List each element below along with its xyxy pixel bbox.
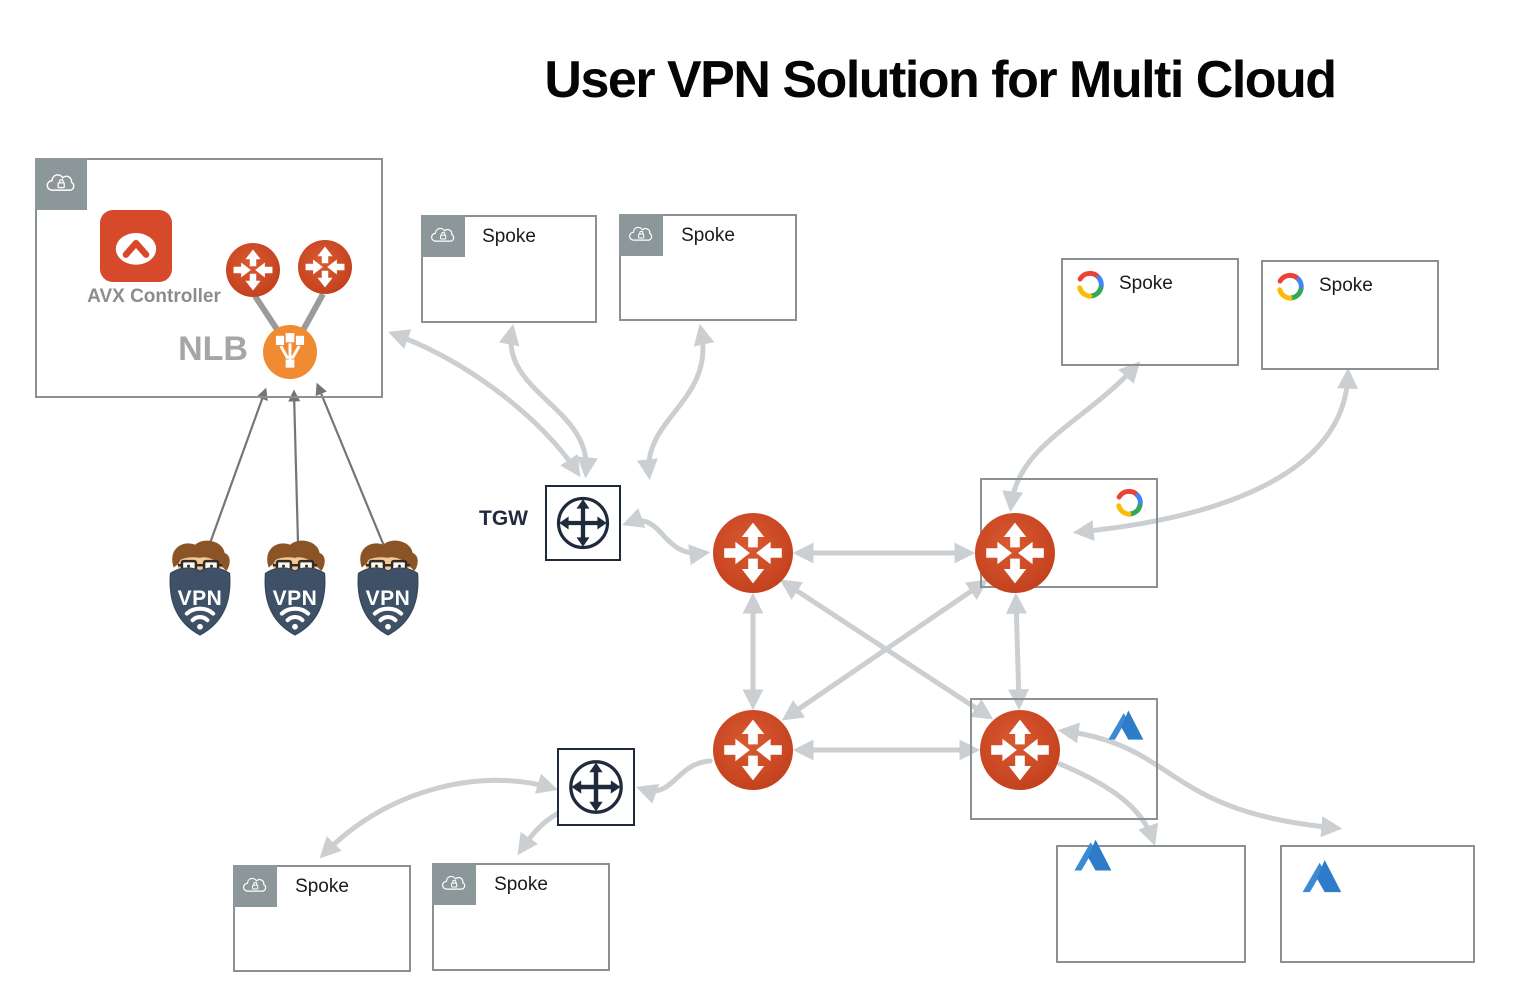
aws-transit-vpc-box	[35, 158, 383, 398]
azure-icon	[1298, 857, 1344, 896]
google-cloud-icon	[1071, 268, 1109, 300]
aviatrix-gateway-icon	[298, 240, 352, 294]
azure-vnet-box-1	[1056, 845, 1246, 963]
spoke-label: Spoke	[1119, 273, 1173, 294]
link-mesh-tr-bl	[781, 579, 989, 721]
spoke-label: Spoke	[295, 876, 349, 897]
google-cloud-icon	[1110, 486, 1148, 518]
vpn-user-3: VPN	[347, 531, 429, 647]
azure-vnet-box-2	[1280, 845, 1475, 963]
avx-controller-label: AVX Controller	[87, 286, 221, 307]
aws-spoke-box-2: Spoke	[619, 214, 797, 321]
nlb-label: NLB	[178, 330, 248, 368]
gcp-spoke-box-1: Spoke	[1061, 258, 1239, 366]
link-tgw-gateway-tl	[622, 508, 711, 566]
network-load-balancer-icon	[263, 325, 317, 379]
transit-gateway-icon	[547, 487, 619, 559]
link-vpn-user3-nlb	[315, 382, 386, 547]
transit-gateway-icon	[559, 750, 633, 824]
vpn-label: VPN	[272, 587, 318, 610]
transit-gateway-box-2	[557, 748, 635, 826]
aws-vpc-tab	[35, 158, 87, 210]
aviatrix-gateway-icon	[980, 710, 1060, 790]
spoke-label: Spoke	[1319, 275, 1373, 296]
aviatrix-gateway-icon	[975, 513, 1055, 593]
link-mesh-tl-br	[779, 579, 994, 720]
vpn-label: VPN	[177, 587, 223, 610]
aviatrix-gateway-icon	[713, 513, 793, 593]
aws-vpc-tab	[619, 214, 663, 256]
spoke-label: Spoke	[482, 226, 536, 247]
tgw-label: TGW	[479, 507, 528, 530]
link-spoke2-tgw	[637, 323, 715, 481]
aws-vpc-tab	[432, 863, 476, 905]
transit-gateway-box	[545, 485, 621, 561]
vpn-label: VPN	[365, 587, 411, 610]
spoke-label: Spoke	[681, 225, 735, 246]
google-cloud-icon	[1271, 270, 1309, 302]
link-aws-transit-tgw	[388, 329, 581, 478]
azure-icon	[1070, 837, 1114, 874]
gcp-spoke-box-2: Spoke	[1261, 260, 1439, 370]
spoke-label: Spoke	[494, 874, 548, 895]
aws-spoke-box-3: Spoke	[233, 865, 411, 972]
aviatrix-gateway-icon	[226, 243, 280, 297]
vpn-user-1: VPN	[159, 531, 241, 647]
link-router-bottom-spoke1	[319, 773, 559, 859]
link-router-gateway-bl	[636, 758, 713, 804]
link-vpn-user1-nlb	[207, 387, 268, 547]
aws-spoke-box-1: Spoke	[421, 215, 597, 323]
aws-vpc-tab	[421, 215, 465, 257]
azure-icon	[1104, 708, 1146, 743]
aws-vpc-tab	[233, 865, 277, 907]
link-vpn-user2-nlb	[288, 389, 301, 544]
azure-transit-box	[970, 698, 1158, 820]
aviatrix-gateway-icon	[713, 710, 793, 790]
avx-controller-icon	[100, 210, 172, 282]
link-mesh-tr-br	[1005, 592, 1030, 711]
aws-spoke-box-4: Spoke	[432, 863, 610, 971]
link-spoke1-tgw	[498, 323, 598, 479]
cloud-lock-icon	[43, 171, 79, 197]
vpn-user-2: VPN	[254, 531, 336, 647]
page-title: User VPN Solution for Multi Cloud	[544, 51, 1337, 109]
